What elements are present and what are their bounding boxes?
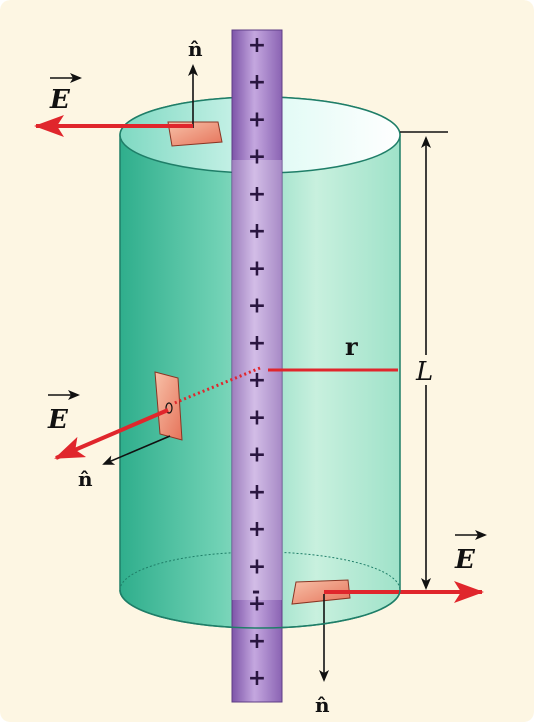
wire-plus-sign: + [248,554,266,579]
cylinder-bottom-rim-front [119,589,401,629]
radius-label: r [345,332,358,361]
wire-plus-sign: + [248,592,266,617]
wire-plus-sign: + [248,517,266,542]
wire-plus-sign: + [248,145,266,170]
wire-charge-signs: ++++++++++++++++++- [248,33,266,691]
side-patch-point [165,402,173,414]
wire-plus-sign: + [248,33,266,58]
wire-plus-sign: + [248,331,266,356]
bottom-field-label: E [454,545,476,575]
wire-plus-sign: + [248,70,266,95]
wire-plus-sign: + [248,405,266,430]
side-normal-label: n̂ [78,467,93,491]
wire-plus-sign: + [248,294,266,319]
wire-plus-sign: + [248,480,266,505]
wire-plus-sign: + [248,256,266,281]
top-field-label: E [49,85,71,115]
bottom-surface-patch [291,579,351,605]
wire-plus-sign: + [248,443,266,468]
wire-plus-sign: + [248,219,266,244]
wire-plus-sign: + [248,629,266,654]
bottom-normal-label: n̂ [315,693,330,717]
wire-plus-sign: + [248,368,266,393]
wire-plus-sign: + [248,107,266,132]
top-normal-label: n̂ [188,37,203,61]
line-charge-wire [231,29,283,703]
side-field-label: E [47,405,69,435]
cylinder-bottom-rim-back [119,551,401,591]
length-label: L [415,357,433,387]
side-field-arrow [54,408,169,460]
wire-inside-shade [232,160,282,600]
wire-minus-mark: - [252,579,260,603]
side-normal-arrow [102,435,171,465]
wire-plus-sign: + [248,666,266,691]
wire-plus-sign: + [248,182,266,207]
radius-dotted-inside [171,366,261,406]
